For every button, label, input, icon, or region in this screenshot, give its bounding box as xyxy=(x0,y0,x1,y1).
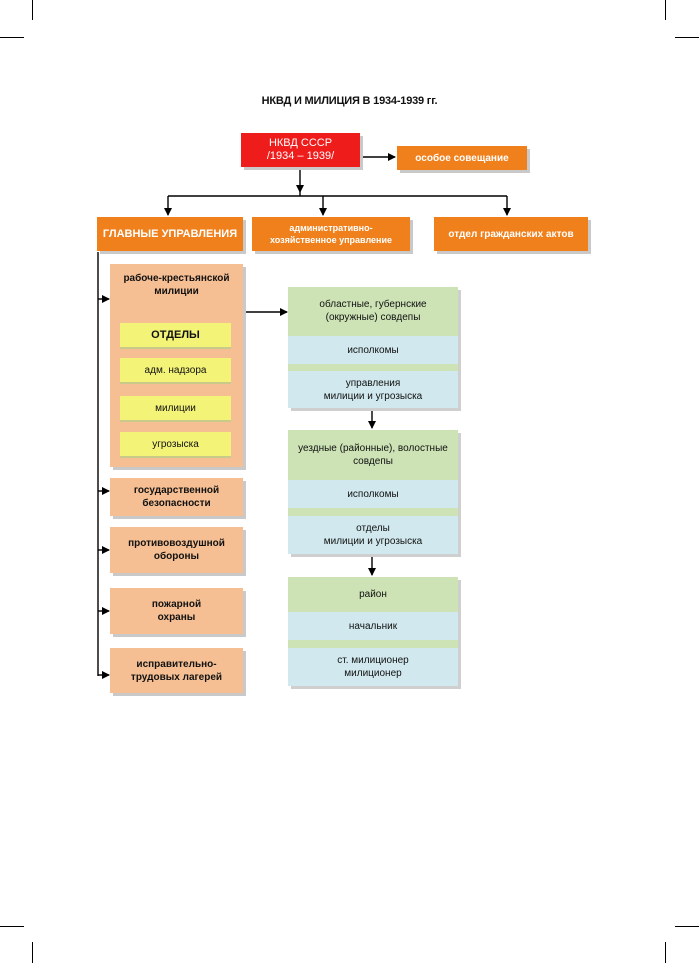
uezd-police-depts-line1: отделы xyxy=(356,523,390,534)
raion-staff-box: ст. милиционер милиционер xyxy=(288,648,458,686)
state-security-line1: государственной xyxy=(133,485,220,496)
rkm-line2: милиции xyxy=(154,286,199,297)
raion-chief-label: начальник xyxy=(348,620,398,632)
crop-mark xyxy=(665,0,666,20)
crop-mark xyxy=(0,926,24,927)
uezd-police-depts-line2: милиции и угрозыска xyxy=(323,536,423,547)
fire-protection-box: пожарной охраны xyxy=(110,588,243,634)
state-security-box: государственной безопасности xyxy=(110,478,243,516)
oblast-executive-box: исполкомы xyxy=(288,336,458,364)
raion-box: район xyxy=(288,577,458,611)
nkvd-name: НКВД СССР xyxy=(268,137,333,149)
special-meeting-label: особое совещание xyxy=(415,152,509,164)
oblast-police-mgmt-box: управления милиции и угрозыска xyxy=(288,371,458,408)
oblast-police-mgmt-line1: управления xyxy=(345,377,401,389)
uezd-police-depts-box: отделы милиции и угрозыска xyxy=(288,516,458,554)
air-defense-line1: противовоздушной xyxy=(128,538,225,549)
uezd-executive-label: исполкомы xyxy=(347,488,399,500)
main-directorates-label: ГЛАВНЫЕ УПРАВЛЕНИЯ xyxy=(102,227,238,240)
admin-economic-box: административно- хозяйственное управлени… xyxy=(252,217,410,251)
department-item-label: угрозыска xyxy=(152,438,199,450)
diagram-title: НКВД И МИЛИЦИЯ В 1934-1939 гг. xyxy=(261,95,438,107)
department-item-label: адм. надзора xyxy=(144,364,207,376)
raion-chief-box: начальник xyxy=(288,612,458,640)
crop-mark xyxy=(675,37,699,38)
uezd-executive-box: исполкомы xyxy=(288,480,458,508)
raion-label: район xyxy=(359,588,387,600)
fire-protection-line2: охраны xyxy=(157,612,196,623)
raion-staff-line1: ст. милиционер xyxy=(337,655,409,666)
crop-mark xyxy=(32,942,33,963)
main-directorates-box: ГЛАВНЫЕ УПРАВЛЕНИЯ xyxy=(97,217,243,251)
fire-protection-line1: пожарной xyxy=(151,599,202,610)
department-item: милиции xyxy=(120,396,231,422)
labor-camps-line1: исправительно- xyxy=(136,658,217,670)
nkvd-years: /1934 – 1939/ xyxy=(266,150,335,162)
uezd-soviets-box: уездные (районные), волостные совдепы xyxy=(288,430,458,479)
uezd-soviets-line1: уездные (районные), волостные xyxy=(298,442,448,454)
labor-camps-box: исправительно- трудовых лагерей xyxy=(110,648,243,693)
departments-header: ОТДЕЛЫ xyxy=(120,323,231,349)
oblast-soviets-line2: (окружные) совдепы xyxy=(325,312,421,323)
department-item-label: милиции xyxy=(155,402,196,414)
department-item: угрозыска xyxy=(120,432,231,458)
department-item: адм. надзора xyxy=(120,358,231,384)
civil-acts-label: отдел гражданских актов xyxy=(448,228,574,240)
oblast-soviets-box: областные, губернские (окружные) совдепы xyxy=(288,287,458,335)
air-defense-line2: обороны xyxy=(153,551,200,562)
oblast-soviets-line1: областные, губернские xyxy=(319,299,427,310)
civil-acts-box: отдел гражданских актов xyxy=(434,217,588,251)
admin-economic-line2: хозяйственное управление xyxy=(269,235,393,245)
state-security-line2: безопасности xyxy=(142,498,211,509)
admin-economic-line1: административно- xyxy=(289,223,373,233)
crop-mark xyxy=(675,926,699,927)
crop-mark xyxy=(0,37,24,38)
labor-camps-line2: трудовых лагерей xyxy=(130,671,223,683)
rkm-line1: рабоче-крестьянской xyxy=(123,273,230,284)
crop-mark xyxy=(665,942,666,963)
uezd-soviets-line2: совдепы xyxy=(353,455,393,467)
crop-mark xyxy=(32,0,33,20)
rkm-header: рабоче-крестьянской милиции xyxy=(110,268,243,302)
nkvd-box: НКВД СССР /1934 – 1939/ xyxy=(241,133,360,167)
departments-header-label: ОТДЕЛЫ xyxy=(151,328,200,341)
oblast-police-mgmt-line2: милиции и угрозыска xyxy=(323,390,423,402)
raion-staff-line2: милиционер xyxy=(344,668,402,679)
special-meeting-box: особое совещание xyxy=(397,146,527,170)
oblast-executive-label: исполкомы xyxy=(347,344,399,356)
air-defense-box: противовоздушной обороны xyxy=(110,527,243,573)
